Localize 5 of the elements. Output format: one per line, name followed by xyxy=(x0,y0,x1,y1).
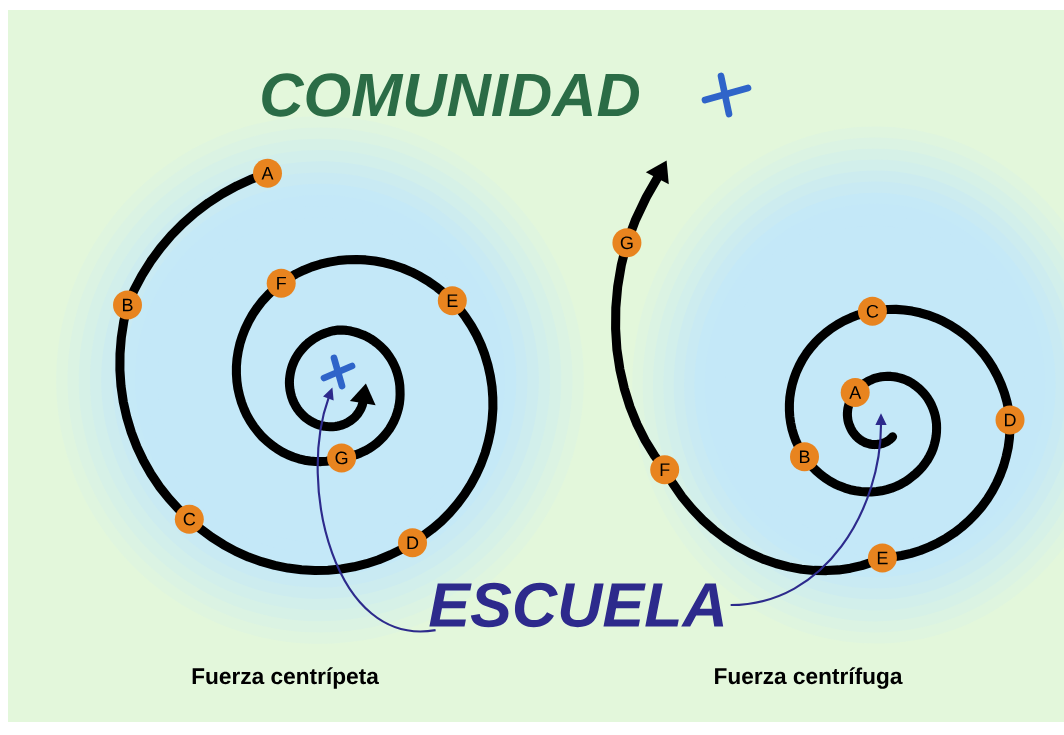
caption-text: Fuerza centrífuga xyxy=(715,667,903,689)
caption-text: Fuerza centrípeta xyxy=(192,667,379,689)
target-word: ESCUELA xyxy=(429,582,724,628)
title: COMUNIDAD xyxy=(262,73,640,117)
cross-mark xyxy=(320,354,356,390)
